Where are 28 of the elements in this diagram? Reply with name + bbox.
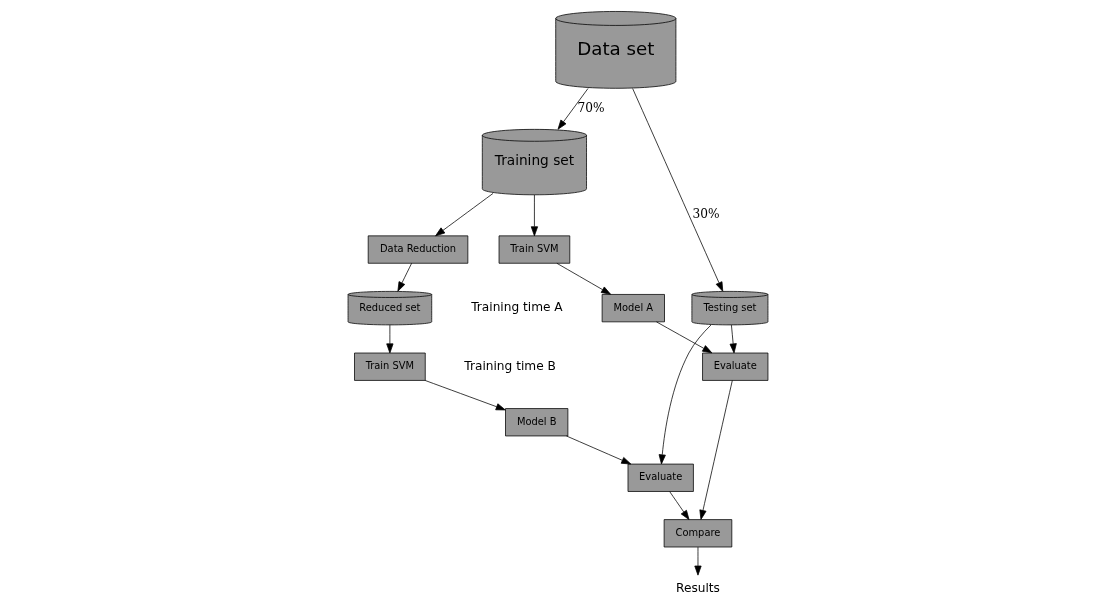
node-box: Train SVM [353, 352, 426, 381]
arrow [729, 324, 737, 354]
arrow [434, 193, 493, 237]
label: Training time B [463, 358, 556, 373]
arrow [556, 262, 611, 295]
node-box: Model A [601, 294, 665, 323]
edge-label: 30% [691, 207, 719, 222]
node-box: Evaluate [627, 463, 694, 492]
arrow [565, 435, 631, 465]
arrow [698, 380, 733, 520]
arrow [655, 321, 712, 354]
arrow [658, 324, 711, 465]
arrow [530, 194, 538, 237]
node-box: Evaluate [701, 352, 768, 381]
arrow [385, 324, 393, 354]
arrow [396, 262, 412, 292]
node-box: Compare [663, 519, 732, 548]
node-box: Model B [504, 408, 568, 437]
label: Training time A [470, 300, 563, 315]
arrow [424, 380, 506, 411]
arrow [557, 88, 588, 130]
edge-label: 70% [577, 100, 605, 115]
node-box: Data Reduction [367, 235, 468, 264]
arrow [631, 88, 723, 292]
arrow [668, 491, 689, 520]
node-text: Results [675, 580, 720, 595]
node-box: Train SVM [498, 235, 570, 264]
arrow [693, 546, 702, 576]
